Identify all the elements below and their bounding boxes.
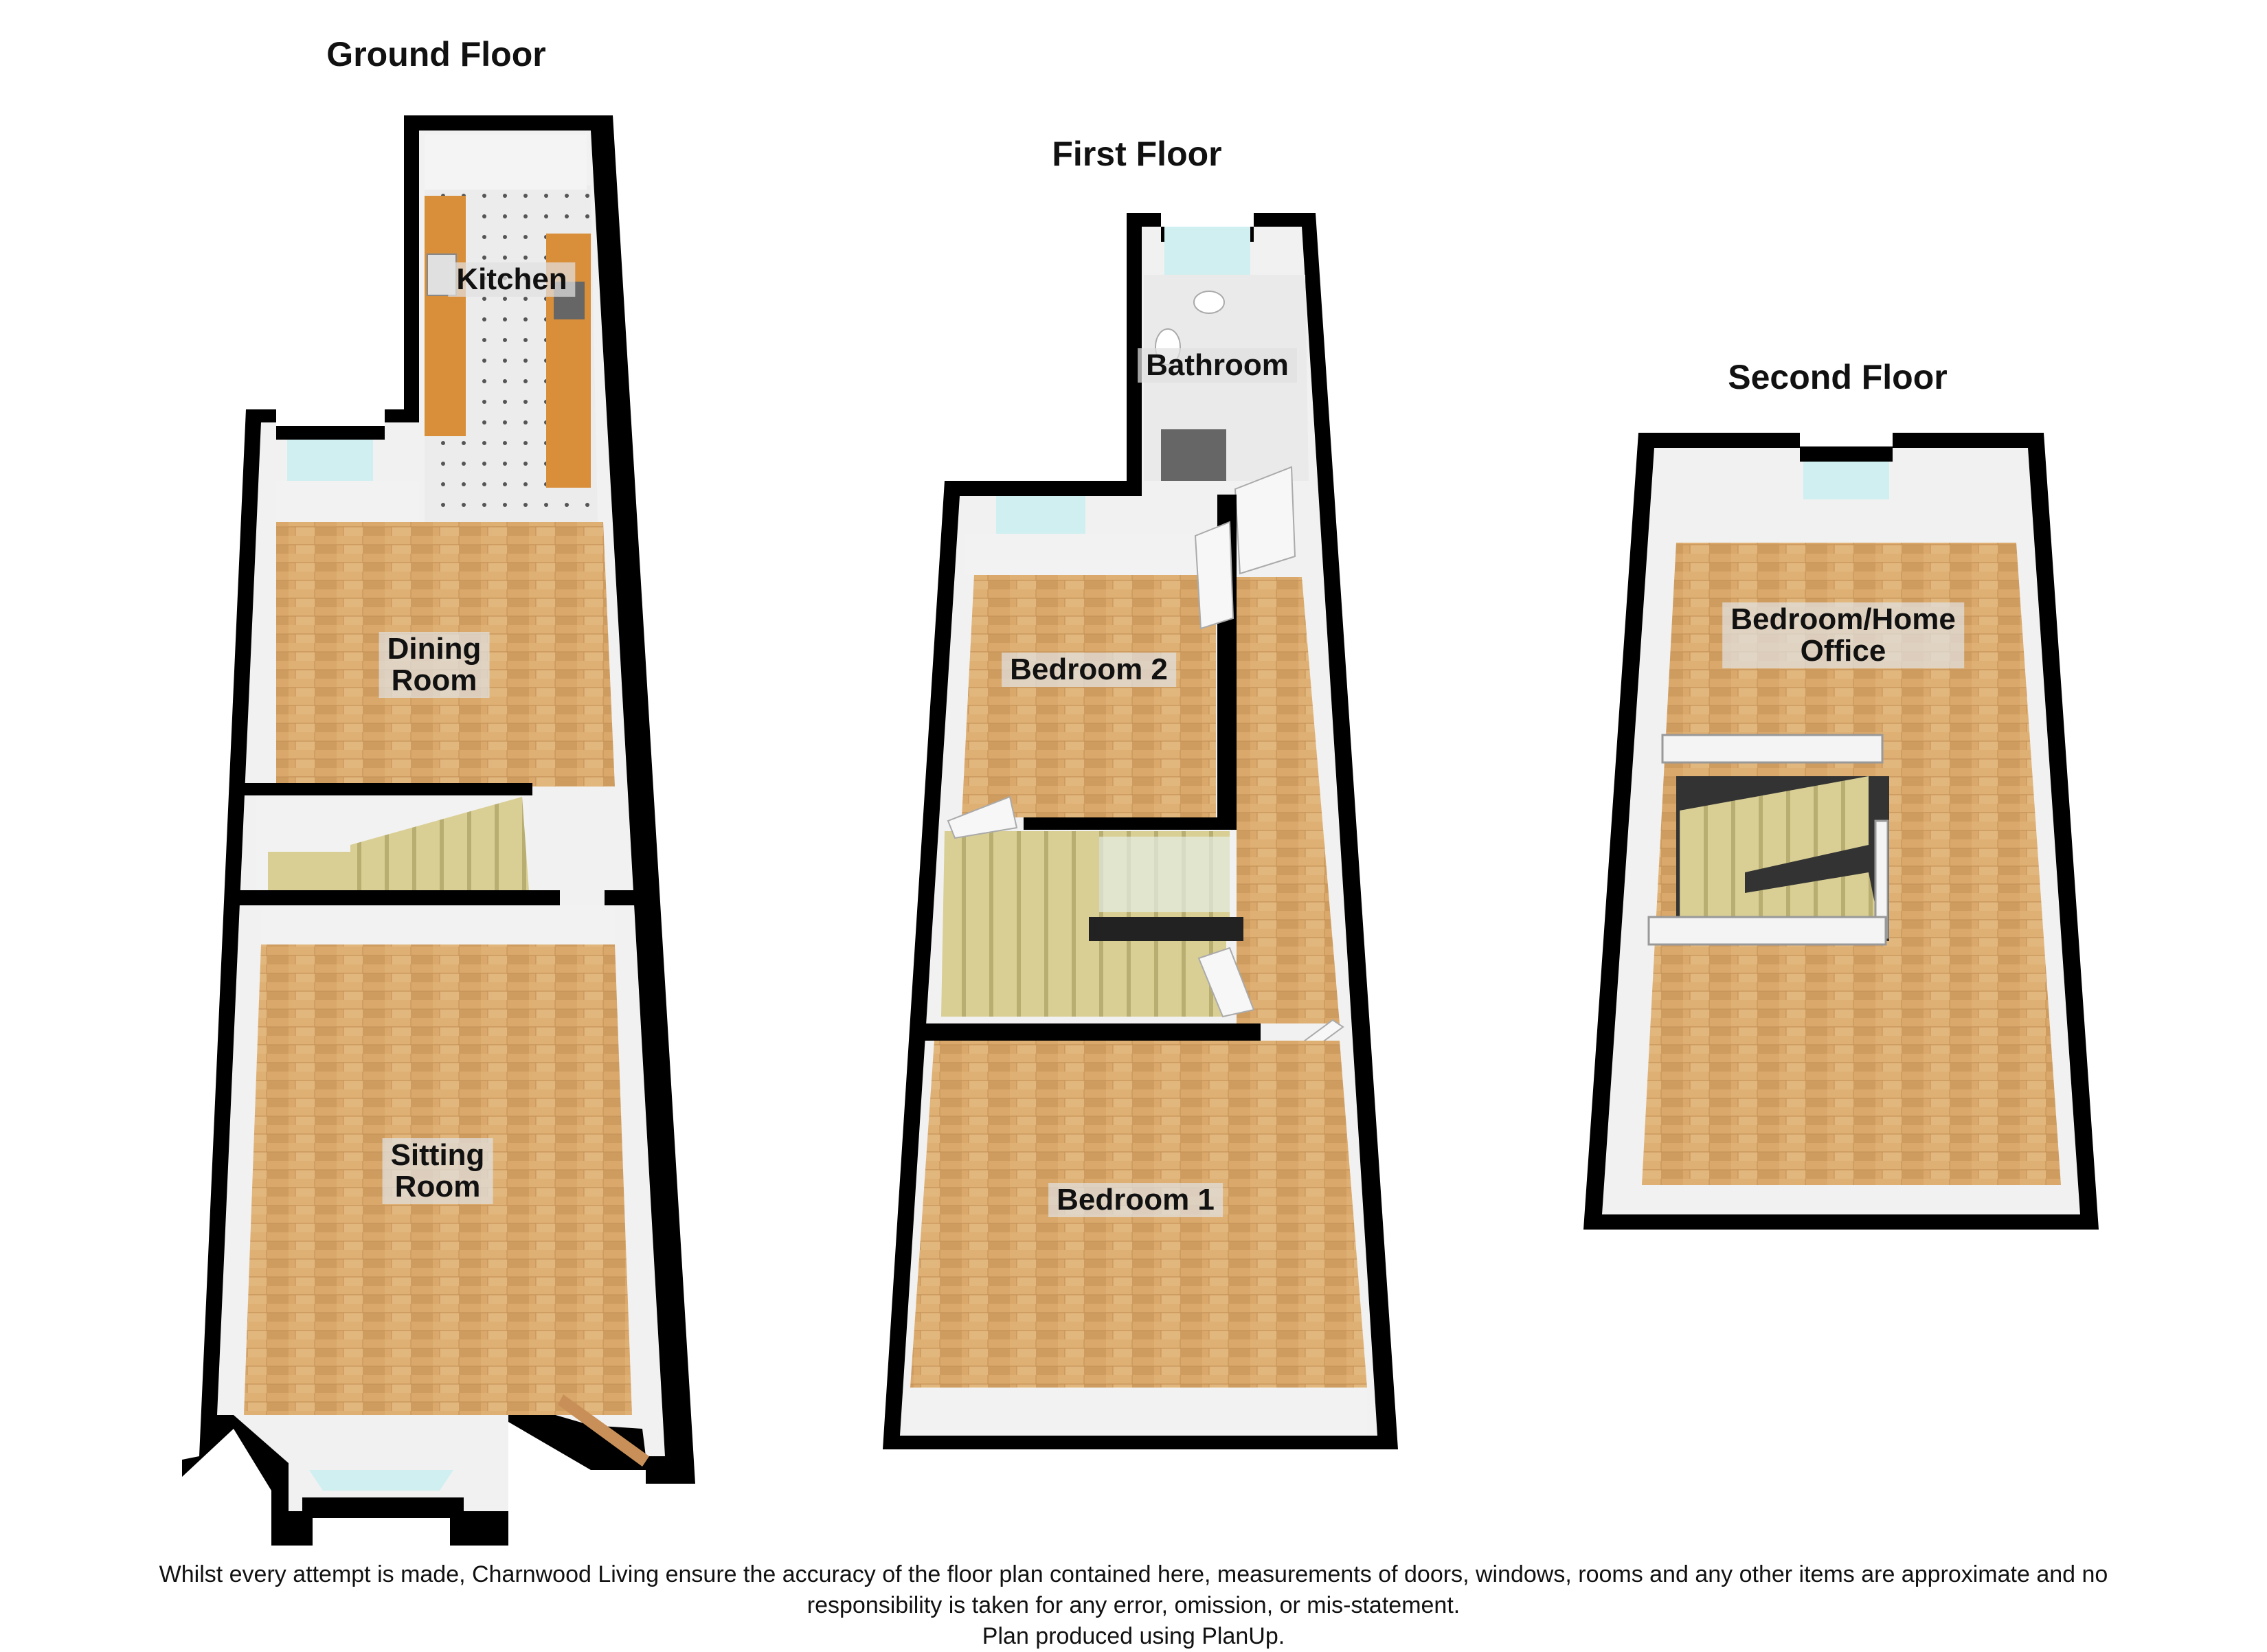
bathroom-window (1164, 227, 1250, 275)
disclaimer-line-3: Plan produced using PlanUp. (982, 1623, 1285, 1649)
second-staircase (1680, 776, 1869, 941)
ground-floor-plan (182, 115, 695, 1546)
front-door (558, 1394, 649, 1467)
bathroom-door (1234, 466, 1296, 575)
second-floor-plan (1583, 433, 2099, 1230)
sitting-room-wall-top (261, 905, 615, 944)
ground-floor-title: Ground Floor (326, 35, 546, 73)
room-label-office-line-1: Bedroom/Home (1730, 602, 1956, 636)
bedroom-2-door (1194, 521, 1234, 630)
bathroom-shower (1161, 429, 1226, 481)
room-label-bedroom-2-line: Bedroom 2 (1010, 653, 1168, 686)
kitchen-units-left (425, 196, 466, 436)
room-label-bedroom-2: Bedroom 2 (1002, 653, 1176, 687)
room-label-office-line-2: Office (1800, 634, 1886, 668)
second-balustrade-top (1661, 734, 1884, 764)
room-label-sitting-line-2: Room (394, 1170, 481, 1203)
room-label-bedroom-home-office: Bedroom/Home Office (1722, 602, 1964, 668)
ground-divider-wall (237, 890, 560, 905)
kitchen-window (425, 135, 587, 190)
first-stairs-wall-mid (1089, 917, 1243, 941)
first-divider-wall (921, 1023, 1261, 1041)
room-label-sitting-line-1: Sitting (390, 1138, 485, 1172)
office-window (1803, 462, 1889, 499)
room-label-bathroom: Bathroom (1138, 348, 1297, 383)
first-stairs-wall-top (1024, 817, 1237, 830)
room-label-bathroom-line: Bathroom (1146, 348, 1289, 382)
bedroom-2-window-wall (965, 534, 1237, 575)
first-floor-title: First Floor (1052, 135, 1222, 173)
room-label-dining-line-2: Room (391, 664, 477, 697)
dining-room-window-wall (276, 481, 419, 522)
room-label-dining-room: Dining Room (379, 632, 490, 698)
bedroom-2-window (996, 496, 1085, 534)
second-floor-title: Second Floor (1728, 358, 1948, 396)
second-balustrade-bottom (1647, 916, 1887, 946)
ground-stairs-wall (240, 783, 532, 795)
first-floor-plan (883, 213, 1398, 1449)
first-floor-landing (1237, 577, 1340, 1023)
first-stairs-door-top (947, 795, 1018, 839)
first-stairs-door-bottom (1197, 947, 1255, 1018)
disclaimer-line-2: responsibility is taken for any error, o… (807, 1592, 1460, 1618)
sitting-room-bay-window (309, 1470, 453, 1491)
disclaimer-text: Whilst every attempt is made, Charnwood … (27, 1559, 2240, 1652)
disclaimer-line-1: Whilst every attempt is made, Charnwood … (159, 1561, 2108, 1587)
bedroom-2-floor (962, 575, 1216, 817)
bathroom-basin (1193, 291, 1225, 314)
room-label-sitting-room: Sitting Room (382, 1138, 493, 1204)
room-label-bedroom-1-line: Bedroom 1 (1057, 1183, 1215, 1217)
room-label-dining-line-1: Dining (387, 632, 482, 666)
ground-staircase (350, 797, 529, 890)
bedroom-1-wall-bottom (907, 1388, 1367, 1436)
room-label-bedroom-1: Bedroom 1 (1048, 1183, 1223, 1217)
ground-divider-wall-right (605, 890, 635, 905)
room-label-kitchen-line: Kitchen (456, 262, 567, 296)
room-label-kitchen: Kitchen (448, 262, 576, 297)
ground-stairs-landing (268, 852, 350, 890)
first-stairs-rail (1099, 837, 1230, 912)
dining-room-window (287, 440, 373, 481)
